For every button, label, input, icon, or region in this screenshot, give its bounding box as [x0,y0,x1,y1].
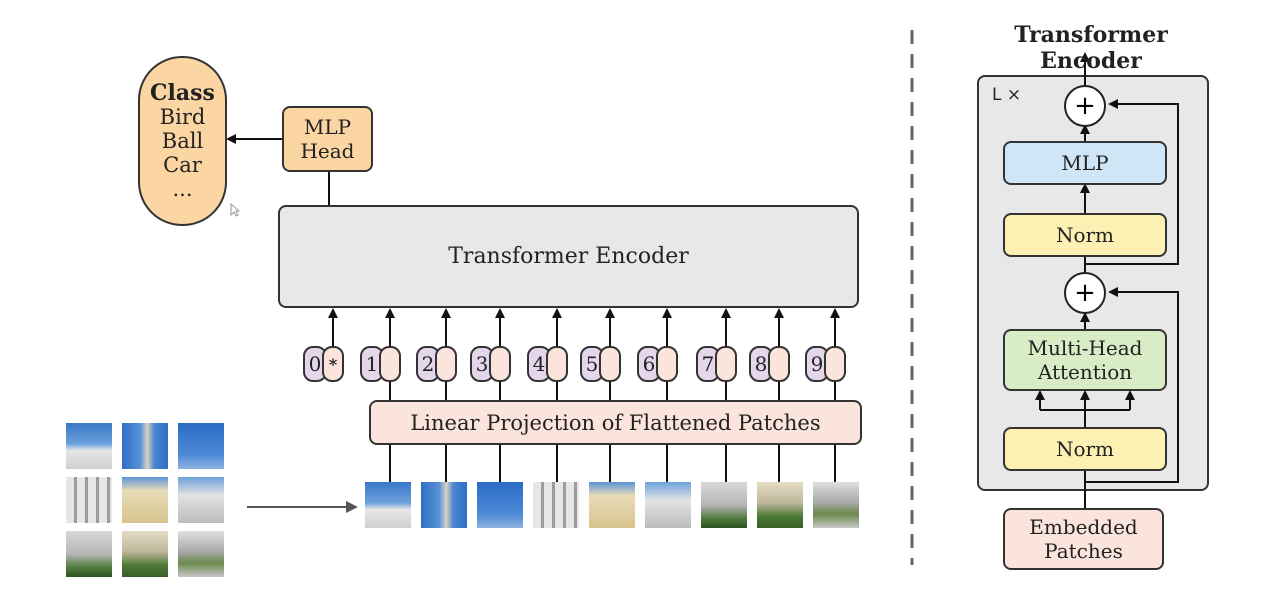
repeat-label: L × [992,85,1022,105]
token-embedding-9 [824,346,846,382]
token-embedding-4 [546,346,568,382]
grid-patch-1 [66,423,112,469]
embedded-line1: Embedded [1029,515,1138,539]
grid-patch-4 [66,477,112,523]
sequence-patch-1 [365,482,411,528]
grid-patch-5 [122,477,168,523]
sequence-patch-6 [645,482,691,528]
class-token-marker: * [322,346,344,382]
attention-line2: Attention [1037,360,1133,384]
sequence-patch-8 [757,482,803,528]
projection-to-token-lines [389,381,836,400]
token-embedding-5 [599,346,621,382]
token-embedding-8 [768,346,790,382]
grid-patch-2 [122,423,168,469]
plus-symbol-bottom: + [1074,278,1096,308]
norm-label-bottom: Norm [1055,437,1115,461]
grid-patch-6 [178,477,224,523]
residual-add-bottom-icon: + [1064,272,1106,314]
norm-block-bottom: Norm [1003,427,1167,471]
sequence-patch-5 [589,482,635,528]
mlp-head-line1: MLP [303,115,352,139]
transformer-encoder-label: Transformer Encoder [448,244,689,269]
class-item-car: Car [163,153,202,177]
sequence-patch-3 [477,482,523,528]
sequence-patch-9 [813,482,859,528]
grid-patch-3 [178,423,224,469]
sequence-patch-4 [533,482,579,528]
token-arrows [328,308,840,346]
token-embedding-3 [489,346,511,382]
class-item-ball: Ball [161,129,204,153]
patch-to-projection-lines [389,445,836,482]
plus-symbol-top: + [1074,91,1096,121]
mlp-head-line2: Head [300,139,355,163]
token-embedding-2 [435,346,457,382]
linear-projection-label: Linear Projection of Flattened Patches [410,410,821,435]
transformer-encoder-box: Transformer Encoder [278,205,859,308]
mlp-head-box: MLP Head [282,106,373,172]
class-output-box: Class Bird Ball Car ... [138,56,227,226]
token-embedding-1 [379,346,401,382]
encoder-detail-flow [1035,52,1179,508]
norm-label-top: Norm [1055,223,1115,247]
residual-add-top-icon: + [1064,85,1106,127]
attention-line1: Multi-Head [1027,336,1143,360]
token-embedding-6 [656,346,678,382]
encoder-detail-title: Transformer Encoder [1014,22,1168,74]
class-item-bird: Bird [159,105,206,129]
class-item-ellipsis: ... [172,177,193,201]
sequence-patch-7 [701,482,747,528]
norm-block-top: Norm [1003,213,1167,257]
grid-patch-9 [178,531,224,577]
mlp-label: MLP [1061,151,1109,175]
sequence-patch-2 [421,482,467,528]
embedded-line2: Patches [1044,539,1123,563]
class-title: Class [150,80,215,106]
embedded-patches-box: Embedded Patches [1003,508,1164,570]
multi-head-attention-block: Multi-Head Attention [1003,329,1167,391]
token-embedding-7 [715,346,737,382]
linear-projection-box: Linear Projection of Flattened Patches [369,400,862,445]
mlp-block: MLP [1003,141,1167,185]
grid-patch-7 [66,531,112,577]
grid-patch-8 [122,531,168,577]
mouse-cursor-icon [230,202,241,217]
